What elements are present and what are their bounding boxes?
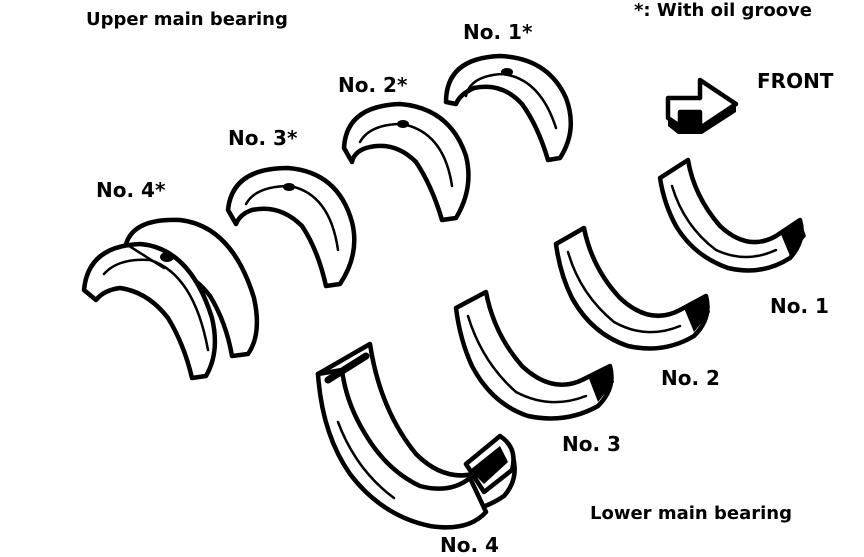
lower-bearing-no1 xyxy=(657,157,806,273)
lower-no3-label: No. 3 xyxy=(562,432,621,456)
upper-main-bearing-title: Upper main bearing xyxy=(86,9,288,30)
upper-no2-label: No. 2* xyxy=(338,73,408,97)
front-label: FRONT xyxy=(757,69,834,93)
lower-no2-label: No. 2 xyxy=(661,366,720,390)
upper-bearing-no2 xyxy=(341,101,471,223)
lower-bearing-no4 xyxy=(315,341,517,530)
lower-main-bearing-title: Lower main bearing xyxy=(590,503,792,524)
upper-no3-label: No. 3* xyxy=(228,126,298,150)
oil-groove-legend: *: With oil groove xyxy=(634,0,812,21)
lower-no1-label: No. 1 xyxy=(770,294,829,318)
lower-no4-label: No. 4 xyxy=(440,533,499,557)
upper-no4-label: No. 4* xyxy=(96,178,166,202)
upper-bearing-no3 xyxy=(225,165,357,289)
lower-bearing-no2 xyxy=(553,225,710,351)
upper-bearing-no1 xyxy=(443,53,573,163)
front-arrow-icon xyxy=(665,77,739,134)
upper-bearing-no4 xyxy=(81,217,260,381)
lower-bearing-no3 xyxy=(453,289,614,421)
upper-no1-label: No. 1* xyxy=(463,20,533,44)
